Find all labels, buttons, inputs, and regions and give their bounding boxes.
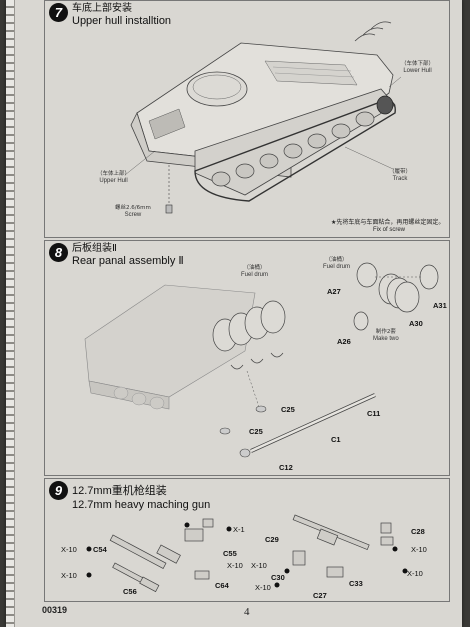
part-c33: C33: [349, 579, 363, 588]
part-x1: X-1: [233, 525, 245, 534]
step-9-title-mixed: 12.7mm重机枪组装: [72, 485, 167, 497]
part-c55: C55: [223, 549, 237, 558]
step-7-title-en: Upper hull installtion: [72, 15, 172, 27]
part-c64: C64: [215, 581, 229, 590]
step-8-title-en: Rear panal assembly Ⅱ: [72, 255, 184, 267]
part-c29: C29: [265, 535, 279, 544]
part-a27: A27: [327, 287, 341, 296]
part-c25-a: C25: [281, 405, 295, 414]
part-x10-1: X-10: [61, 545, 77, 554]
step-7-number: 7: [49, 3, 68, 22]
part-c56: C56: [123, 587, 137, 596]
step-8-header: 8 后板组装Ⅱ Rear panal assembly Ⅱ: [49, 243, 184, 267]
machine-gun-drawing: [86, 514, 408, 593]
part-a26: A26: [337, 337, 351, 346]
spiral-binding: [6, 0, 15, 627]
step-7-note-en: Fix of screw: [373, 227, 406, 233]
step-9-panel: 9 12.7mm重机枪组装 12.7mm heavy maching gun: [44, 478, 450, 602]
fuel-drum-label-b: （油桶） Fuel drum: [323, 257, 351, 270]
part-c25-b: C25: [249, 427, 263, 436]
rear-panel-drawing: [84, 262, 439, 458]
step-8-number: 8: [49, 243, 68, 262]
part-x10-3: X-10: [61, 571, 77, 580]
screw-label: 螺丝2.6/6mm Screw: [115, 205, 151, 218]
step-7-title-cn: 车底上部安装: [72, 3, 132, 14]
part-x10-5: X-10: [255, 583, 271, 592]
step-8-panel: 8 后板组装Ⅱ Rear panal assembly Ⅱ: [44, 240, 450, 476]
instruction-page: 7 车底上部安装 Upper hull installtion: [6, 0, 462, 627]
part-c12: C12: [279, 463, 293, 472]
part-c30: C30: [271, 573, 285, 582]
step-8-title-cn: 后板组装Ⅱ: [72, 243, 117, 254]
part-x10-6: X-10: [411, 545, 427, 554]
part-c27: C27: [313, 591, 327, 600]
upper-hull-label: （车体上部） Upper Hull: [97, 171, 131, 184]
part-x10-4: X-10: [251, 561, 267, 570]
part-c28: C28: [411, 527, 425, 536]
page-number: 4: [244, 606, 250, 618]
step-9-number: 9: [49, 481, 68, 500]
part-c54: C54: [93, 545, 107, 554]
part-c11: C11: [367, 409, 381, 418]
upper-hull-drawing: [124, 21, 402, 214]
make-two-label: 制作2套 Make two: [373, 329, 399, 342]
step-7-header: 7 车底上部安装 Upper hull installtion: [49, 3, 171, 27]
part-a30: A30: [409, 319, 423, 328]
fuel-drum-label-a: （油桶） Fuel drum: [241, 265, 269, 278]
step-7-note-cn: ★先将车底与车面粘合，再用螺丝定固定。: [331, 219, 445, 226]
part-x10-7: X-10: [407, 569, 423, 578]
part-a31: A31: [433, 301, 447, 310]
part-c1: C1: [331, 435, 341, 444]
lower-hull-label: （车体下部） Lower Hull: [401, 61, 435, 74]
product-code: 00319: [42, 605, 68, 615]
step-7-panel: 7 车底上部安装 Upper hull installtion: [44, 0, 450, 238]
track-label: （履带） Track: [389, 169, 412, 182]
step-9-title-en: 12.7mm heavy maching gun: [72, 499, 211, 511]
step-9-header: 9 12.7mm重机枪组装 12.7mm heavy maching gun: [49, 481, 210, 511]
part-x10-2: X-10: [227, 561, 243, 570]
